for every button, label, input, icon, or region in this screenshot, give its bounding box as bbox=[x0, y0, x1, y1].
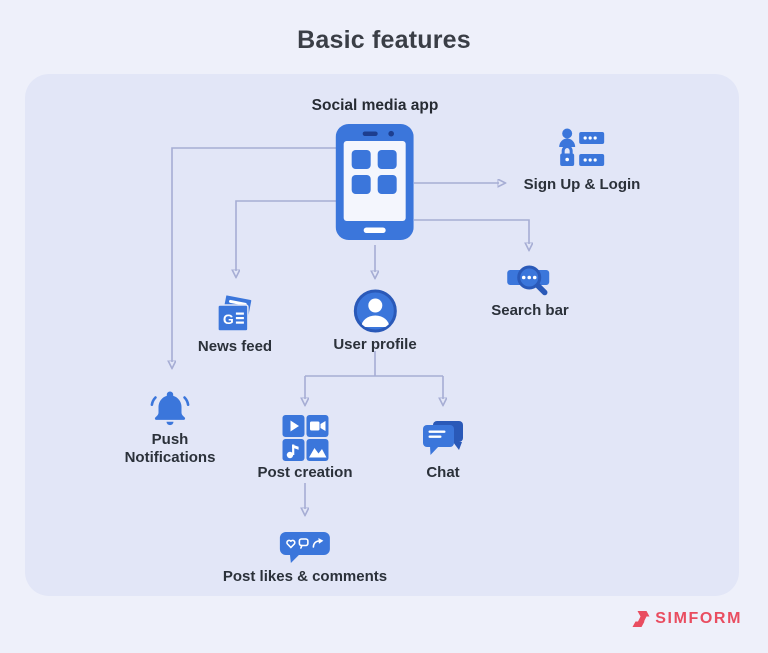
node-label-post-creation: Post creation bbox=[257, 464, 353, 481]
node-label-search-bar: Search bar bbox=[491, 302, 569, 319]
page-title: Basic features bbox=[297, 26, 471, 54]
node-label-chat: Chat bbox=[426, 464, 460, 481]
brand-logo: SIMFORM bbox=[632, 610, 742, 628]
user-profile-icon bbox=[353, 289, 397, 333]
news-feed-letter: G bbox=[223, 311, 234, 327]
node-label-push-notifications: Push Notifications bbox=[124, 431, 216, 467]
node-label-post-likes-comments: Post likes & comments bbox=[222, 568, 388, 585]
node-search-bar: Search bar bbox=[491, 261, 569, 320]
node-user-profile: User profile bbox=[333, 289, 417, 354]
root-label: Social media app bbox=[311, 97, 439, 114]
node-post-likes-comments: Post likes & comments bbox=[223, 530, 387, 586]
bell-icon bbox=[150, 391, 190, 426]
signup-login-icon bbox=[559, 128, 605, 166]
search-icon bbox=[506, 265, 549, 296]
simform-mark-icon bbox=[632, 611, 650, 627]
news-feed-icon: G bbox=[217, 293, 254, 332]
node-push-notifications: Push Notifications bbox=[114, 388, 226, 468]
node-chat: Chat bbox=[420, 418, 466, 482]
node-label-user-profile: User profile bbox=[333, 336, 417, 353]
brand-wordmark: SIMFORM bbox=[655, 610, 742, 627]
likes-comments-icon bbox=[279, 532, 330, 563]
node-social-media-app: Social media app bbox=[311, 97, 439, 240]
node-label-news-feed: News feed bbox=[197, 338, 273, 355]
node-post-creation: Post creation bbox=[257, 415, 353, 482]
smartphone-icon bbox=[335, 124, 414, 240]
node-label-sign-up-login: Sign Up & Login bbox=[523, 176, 641, 193]
chat-icon bbox=[423, 421, 463, 455]
node-news-feed: G News feed bbox=[198, 293, 272, 356]
post-creation-icon bbox=[282, 415, 328, 461]
node-sign-up-login: Sign Up & Login bbox=[523, 127, 641, 194]
